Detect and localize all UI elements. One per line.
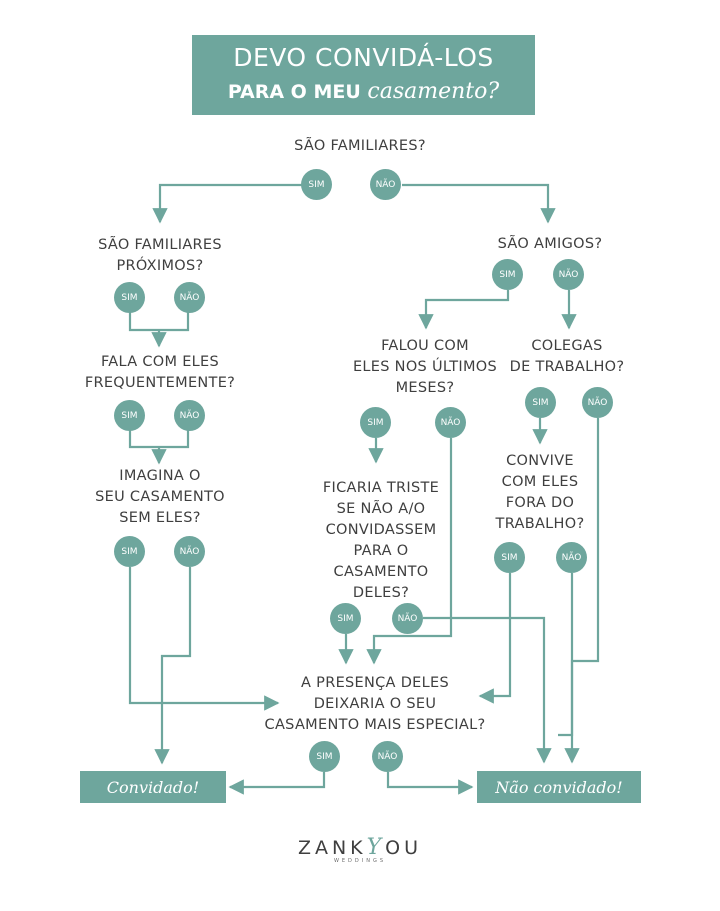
answer-amigos-no: NÃO bbox=[553, 259, 584, 290]
connector-prox-merge bbox=[128, 310, 190, 332]
connector-triste-no bbox=[423, 616, 552, 764]
question-familiares-proximos: SÃO FAMILIARES PRÓXIMOS? bbox=[98, 237, 222, 274]
answer-fala-no: NÃO bbox=[174, 400, 205, 431]
question-fala-com-eles: FALA COM ELES FREQUENTEMENTE? bbox=[84, 354, 236, 391]
connector-top-yes bbox=[152, 183, 303, 224]
question-imagina: IMAGINA O SEU CASAMENTO SEM ELES? bbox=[95, 468, 225, 526]
title-line-2-prefix: PARA O MEU bbox=[227, 81, 368, 103]
connector-imagina-yes bbox=[128, 567, 280, 711]
answer-fala-yes: SIM bbox=[114, 400, 145, 431]
title-line-2: PARA O MEU casamento? bbox=[192, 79, 535, 104]
answer-amigos-yes: SIM bbox=[492, 259, 523, 290]
brand-logo: ZANKYOU bbox=[270, 835, 450, 860]
question-falou-com-eles: FALOU COM ELES NOS ÚLTIMOS MESES? bbox=[352, 338, 498, 396]
result-not-invited: Não convidado! bbox=[477, 771, 641, 803]
answer-proximos-yes: SIM bbox=[114, 282, 145, 313]
answer-falou-yes: SIM bbox=[360, 407, 391, 438]
question-convive: CONVIVE COM ELES FORA DO TRABALHO? bbox=[495, 453, 585, 532]
answer-falou-no: NÃO bbox=[435, 407, 466, 438]
answer-colegas-no: NÃO bbox=[582, 387, 613, 418]
connector-amigos-yes bbox=[418, 290, 510, 330]
answer-presenca-no: NÃO bbox=[372, 741, 403, 772]
connector-presenca-yes bbox=[228, 772, 326, 795]
answer-imagina-yes: SIM bbox=[114, 536, 145, 567]
result-invited: Convidado! bbox=[80, 771, 226, 803]
connector-fala-merge bbox=[128, 430, 190, 449]
answer-familiares-no: NÃO bbox=[370, 169, 401, 200]
answer-triste-no: NÃO bbox=[392, 603, 423, 634]
question-presenca: A PRESENÇA DELES DEIXARIA O SEU CASAMENT… bbox=[264, 675, 486, 733]
connector-top-no bbox=[402, 183, 556, 224]
connector-convive-yes bbox=[478, 573, 512, 704]
connector-falou-no bbox=[366, 438, 453, 665]
answer-convive-no: NÃO bbox=[556, 542, 587, 573]
connector-imagina-no bbox=[154, 567, 192, 765]
brand-name-part1: ZANK bbox=[297, 837, 367, 859]
answer-proximos-no: NÃO bbox=[174, 282, 205, 313]
answer-colegas-yes: SIM bbox=[525, 387, 556, 418]
question-amigos: SÃO AMIGOS? bbox=[497, 236, 603, 252]
title-line-1: DEVO CONVIDÁ-LOS bbox=[233, 43, 494, 72]
answer-imagina-no: NÃO bbox=[174, 536, 205, 567]
brand-name-y: Y bbox=[366, 835, 386, 860]
brand-subtitle: WEDDINGS bbox=[333, 858, 387, 864]
title-banner: DEVO CONVIDÁ-LOS PARA O MEU casamento? bbox=[192, 35, 535, 115]
answer-presenca-yes: SIM bbox=[309, 741, 340, 772]
title-line-2-script: casamento? bbox=[367, 79, 500, 104]
question-ficaria-triste: FICARIA TRISTE SE NÃO A/O CONVIDASSEM PA… bbox=[322, 480, 440, 601]
question-colegas: COLEGAS DE TRABALHO? bbox=[509, 338, 625, 375]
question-familiares: SÃO FAMILIARES? bbox=[294, 138, 426, 154]
answer-familiares-yes: SIM bbox=[301, 169, 332, 200]
brand-name-part2: OU bbox=[385, 837, 423, 859]
answer-convive-yes: SIM bbox=[494, 542, 525, 573]
connector-convive-no bbox=[558, 573, 574, 737]
connector-presenca-no bbox=[386, 772, 474, 795]
answer-triste-yes: SIM bbox=[330, 603, 361, 634]
